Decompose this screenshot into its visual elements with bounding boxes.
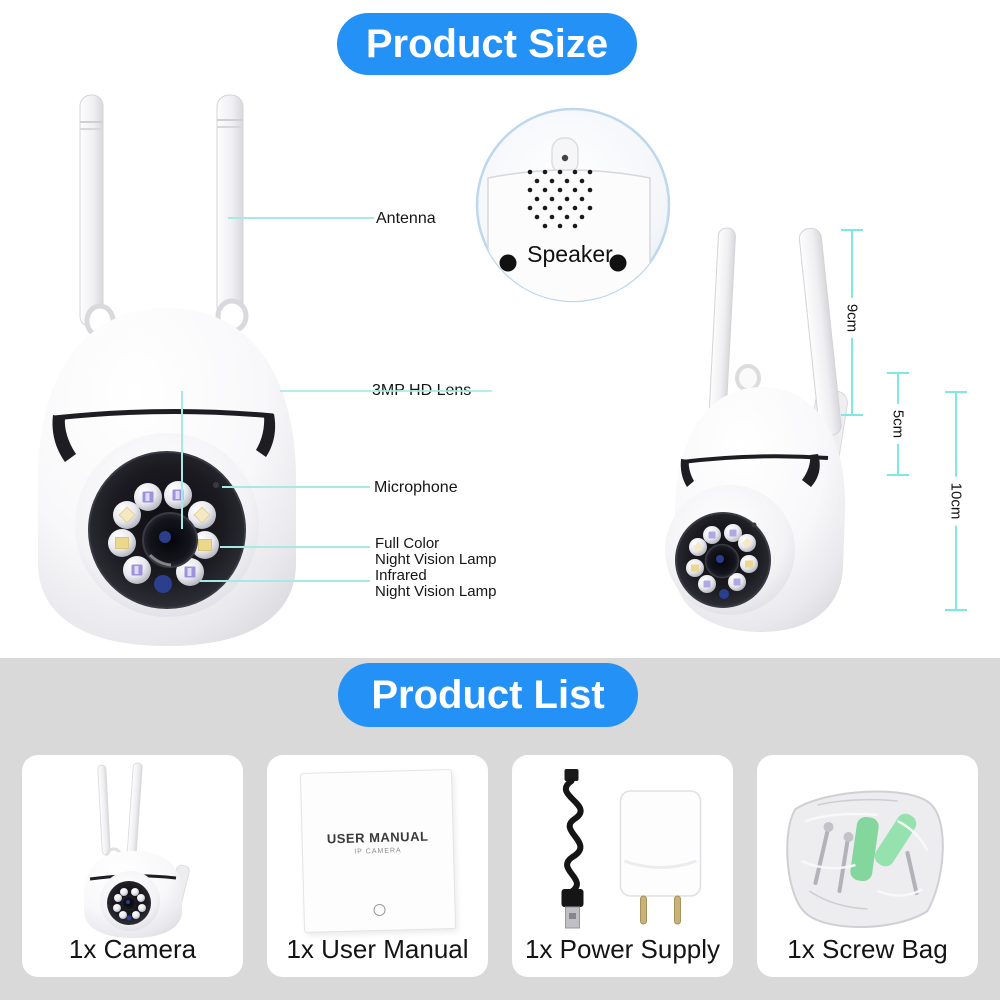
card-camera: 1x Camera (22, 755, 243, 977)
product-size-title: Product Size (337, 13, 637, 75)
wall-anchor-green (849, 816, 879, 882)
camera-thumb-illustration (83, 762, 190, 938)
card-power-supply-label: 1x Power Supply (524, 934, 721, 964)
screw-bag-illustration (785, 790, 944, 928)
card-screw-bag: 1x Screw Bag (757, 755, 978, 977)
fullcolor-lamp-label: Full Color Night Vision Lamp (375, 536, 496, 568)
antenna-right (216, 94, 244, 320)
product-list-title: Product List (338, 663, 638, 727)
leader-line-lens (280, 390, 492, 392)
leader-line-fullcolor (220, 546, 370, 548)
lens-highlight (148, 553, 172, 567)
leader-line-microphone (222, 486, 370, 488)
infrared-line1: Infrared (375, 567, 427, 584)
side-led-ring (686, 524, 758, 593)
camera-side-illustration (665, 227, 848, 632)
microphone-hole (213, 482, 219, 488)
bag-shadow-lines (808, 798, 898, 910)
speaker-grill-dots (527, 169, 593, 229)
manual-cover: USER MANUAL IP CAMERA (299, 769, 456, 933)
side-lens-pupil (716, 555, 724, 563)
leader-line-lens-vertical (181, 391, 183, 529)
side-hanging-loop (735, 364, 761, 392)
card-user-manual: USER MANUAL IP CAMERA 1x User Manual (267, 755, 488, 977)
side-light-sensor (719, 589, 729, 599)
dimension-9cm-label: 9cm (842, 297, 862, 339)
infrared-lamp-label: Infrared Night Vision Lamp (375, 568, 496, 600)
card-user-manual-label: 1x User Manual (286, 934, 469, 964)
card-screw-bag-label: 1x Screw Bag (787, 934, 948, 964)
manual-cover-subtitle: IP CAMERA (353, 847, 402, 856)
card-power-supply: 1x Power Supply (512, 755, 733, 977)
seam-wedge-left (52, 415, 76, 462)
screws (813, 829, 918, 895)
manual-cover-title: USER MANUAL (326, 828, 429, 847)
microphone-label: Microphone (374, 479, 458, 496)
seam-wedge-right (256, 414, 276, 457)
light-sensor (154, 575, 172, 593)
power-supply-illustration (561, 769, 701, 929)
leader-line-infrared (200, 580, 370, 582)
lens-pupil (159, 531, 171, 543)
dimension-10cm-label: 10cm (946, 476, 966, 526)
fullcolor-line2: Night Vision Lamp (375, 551, 497, 568)
side-seam-wedge-left (680, 459, 694, 487)
infrared-line2: Night Vision Lamp (375, 583, 497, 600)
speaker-label: Speaker (527, 241, 613, 267)
dimension-5cm-label: 5cm (888, 403, 908, 445)
bag-crinkles (800, 812, 929, 897)
fullcolor-line1: Full Color (375, 535, 440, 552)
hanging-hole (561, 154, 569, 162)
body-seam (53, 408, 274, 421)
card-camera-label: 1x Camera (68, 934, 197, 964)
leader-line-antenna (228, 217, 374, 219)
antenna-label: Antenna (376, 210, 436, 227)
side-microphone-hole (751, 522, 757, 528)
screw-head (843, 832, 853, 842)
manual-cover-mark (372, 903, 386, 917)
led-ring (108, 481, 219, 586)
screw-hole-left (499, 254, 517, 272)
screw-head (823, 822, 833, 832)
speaker-detail-illustration (475, 107, 671, 303)
side-seam-wedge-right (802, 454, 820, 487)
camera-front-illustration (38, 94, 296, 646)
screw-hole-right (609, 254, 627, 272)
side-antenna-left (708, 227, 736, 421)
wall-adapter (619, 790, 701, 925)
usb-cable (561, 769, 584, 929)
antenna-left (79, 94, 104, 328)
